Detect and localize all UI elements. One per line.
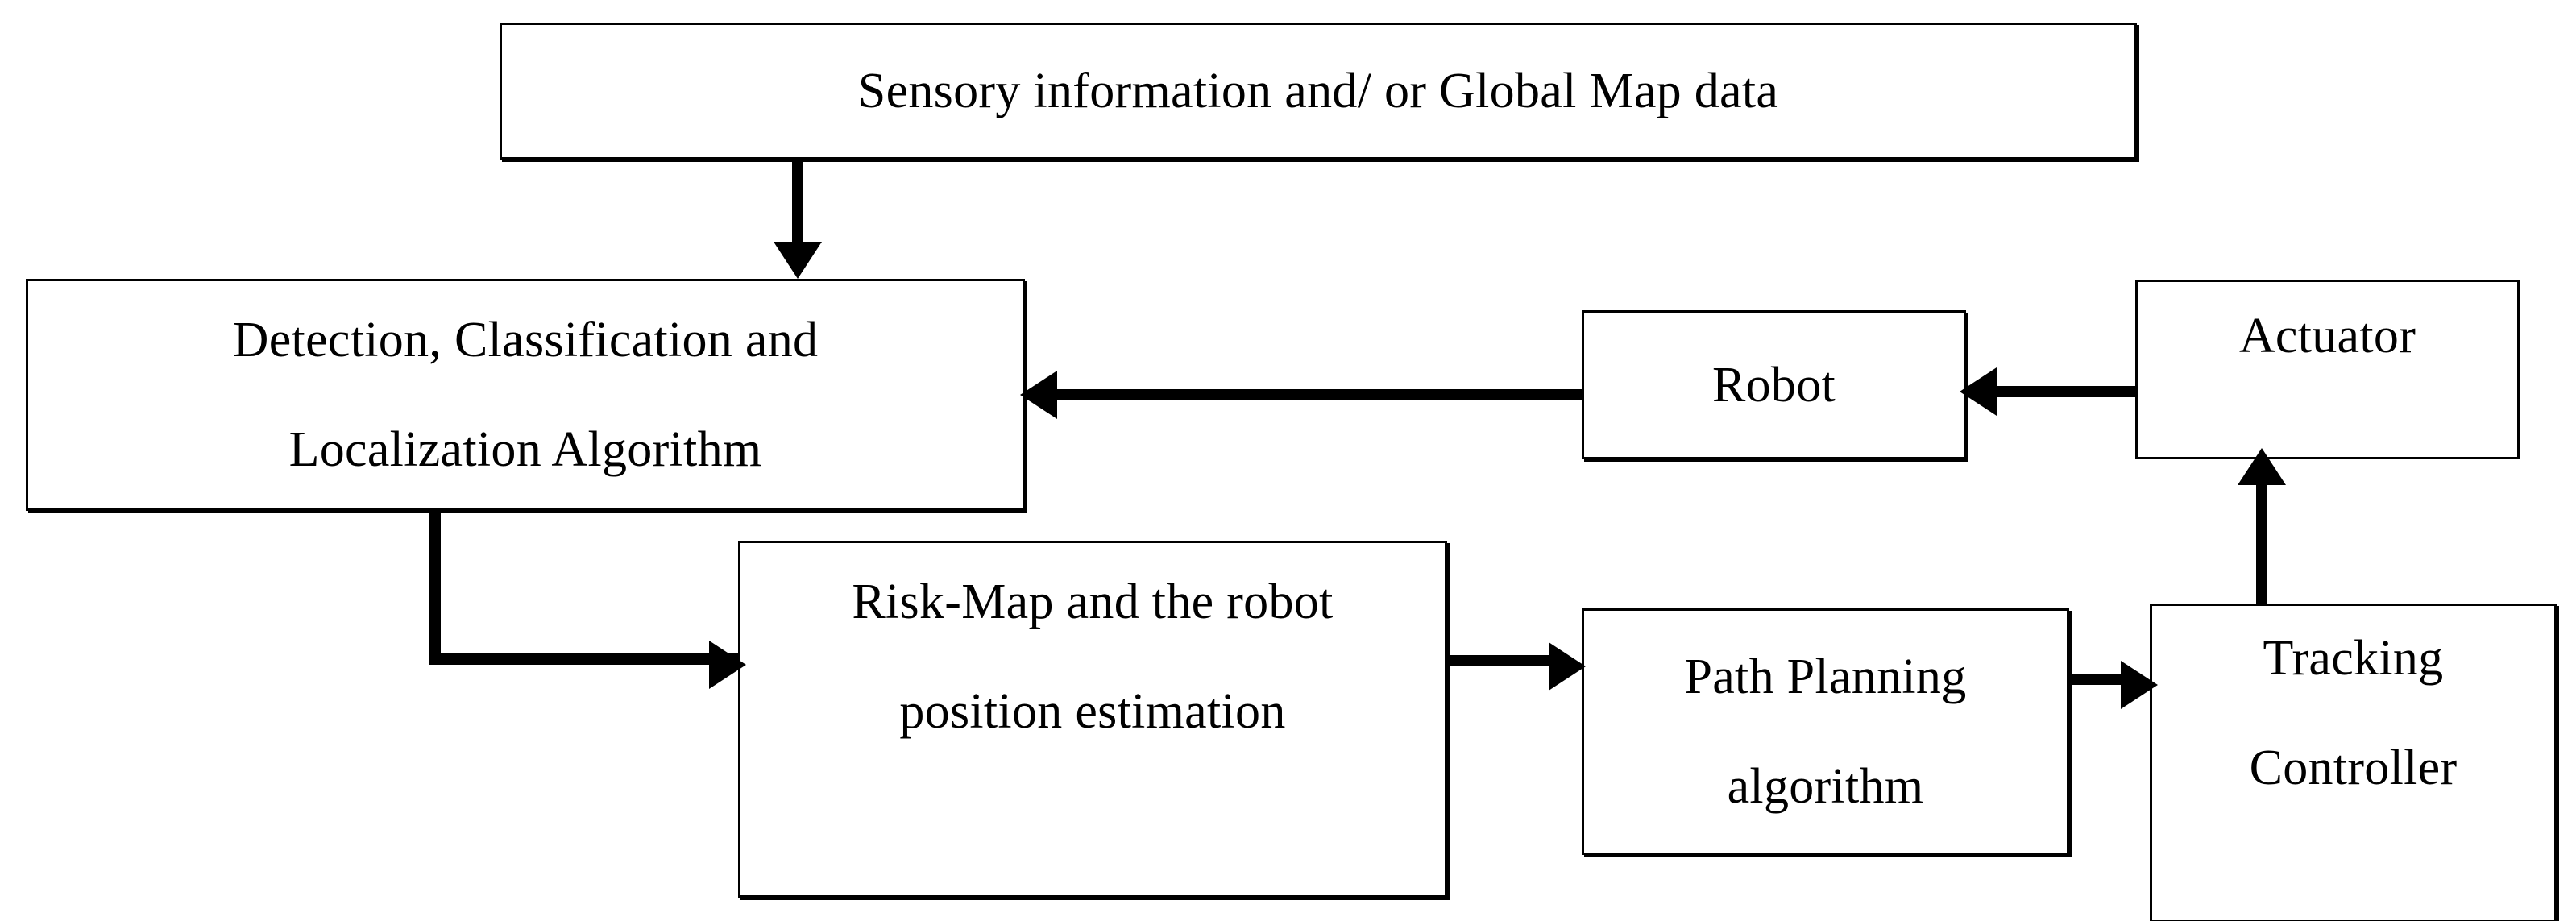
node-detection-classification-localization[interactable]: Detection, Classification and Localizati… [26,279,1025,511]
connector-actuator-to-robot-arrowhead [1960,367,1997,416]
node-actuator[interactable]: Actuator [2135,280,2520,459]
node-risk-map-position-estimation[interactable]: Risk-Map and the robot position estimati… [738,541,1447,898]
connector-pathplanning-to-tracking-line [2067,674,2125,685]
connector-detection-to-riskmap-vertical [429,509,441,665]
node-detection-label-line-1: Detection, Classification and [232,313,819,367]
node-actuator-label: Actuator [2238,309,2416,363]
node-tracking-controller[interactable]: Tracking Controller [2150,604,2557,921]
connector-sensory-to-detection-line [792,158,803,247]
connector-detection-to-riskmap-arrowhead [709,641,746,689]
node-robot-label: Robot [1711,357,1836,413]
node-path-planning-algorithm[interactable]: Path Planning algorithm [1582,608,2069,855]
node-path-planning-label-line-1: Path Planning [1684,649,1967,704]
connector-pathplanning-to-tracking-arrowhead [2121,661,2158,709]
connector-sensory-to-detection-arrowhead [774,242,822,279]
connector-robot-to-detection-line [1052,389,1583,400]
node-detection-label-line-2: Localization Algorithm [288,422,762,477]
connector-detection-to-riskmap-horizontal [429,653,740,665]
connector-riskmap-to-pathplanning-line [1445,655,1553,666]
node-sensory-information[interactable]: Sensory information and/ or Global Map d… [500,23,2137,160]
connector-robot-to-detection-arrowhead [1020,371,1057,419]
connector-tracking-to-actuator-line [2256,483,2267,608]
node-path-planning-label-line-2: algorithm [1727,759,1924,814]
node-tracking-controller-label-line-2: Controller [2249,741,2458,795]
node-risk-map-label-line-2: position estimation [899,684,1286,739]
node-sensory-information-label-line-1: Sensory information and/ or Global Map d… [857,64,1779,118]
node-tracking-controller-label-line-1: Tracking [2263,631,2444,686]
connector-riskmap-to-pathplanning-arrowhead [1549,642,1586,691]
connector-actuator-to-robot-line [1992,386,2137,397]
node-risk-map-label-line-1: Risk-Map and the robot [852,575,1334,629]
connector-tracking-to-actuator-arrowhead [2238,448,2286,485]
node-robot[interactable]: Robot [1582,310,1966,459]
